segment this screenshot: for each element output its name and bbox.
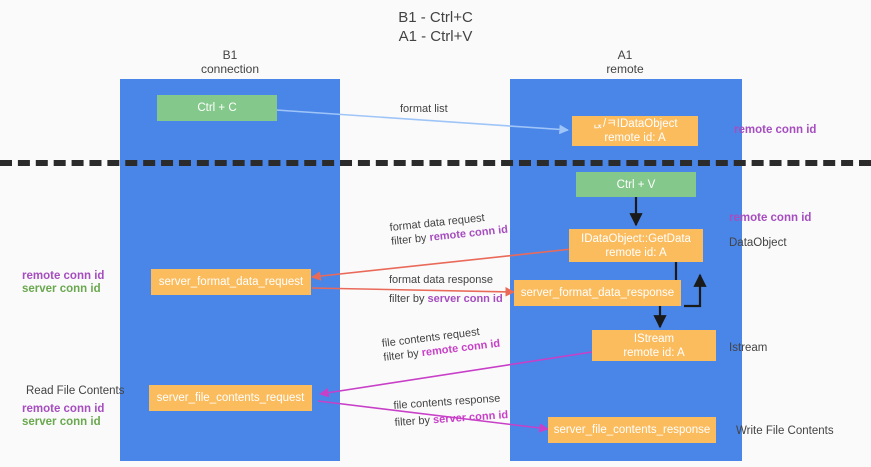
node-idataobject-top[interactable]: ᆬ/ㅋIDataObject remote id: A [572,116,698,146]
node-server-format-data-response-label: server_format_data_response [520,287,675,299]
edge-label-format-list-text: format list [400,103,448,115]
node-server-format-data-request-label: server_format_data_request [158,276,304,288]
side-label-left-server-conn-id-bottom: server conn id [22,416,101,428]
node-getdata[interactable]: IDataObject::GetData remote id: A [569,229,703,262]
side-label-dataobject: DataObject [729,237,787,249]
edge-label-format-data-response-filter-key: server conn id [427,293,503,305]
side-label-left-server-conn-id-mid: server conn id [22,283,101,295]
lane-header-b1: B1 connection [200,48,260,76]
node-ctrl-v-label: Ctrl + V [616,178,656,191]
node-ctrl-c[interactable]: Ctrl + C [157,95,277,121]
edge-label-format-data-response-text: format data response [389,274,493,286]
edge-file-contents-response [317,400,549,433]
node-istream[interactable]: IStream remote id: A [592,330,716,361]
node-istream-sublabel: remote id: A [623,346,685,359]
section-divider [0,160,871,166]
side-label-istream: Istream [729,342,768,354]
edge-file-contents-request [319,351,593,398]
edge-label-format-data-response-filter-prefix: filter by [389,293,428,305]
side-label-remote-conn-id-mid: remote conn id [729,212,812,224]
side-label-remote-conn-id-top: remote conn id [734,124,817,136]
lane-header-a1: A1 remote [606,48,644,76]
edge-response-istream [684,273,707,308]
node-idataobject-top-label: ᆬ/ㅋIDataObject [592,118,678,130]
edge-format-list [275,109,569,135]
node-getdata-sublabel: remote id: A [605,246,667,259]
side-label-write-file-contents: Write File Contents [736,425,834,437]
edge-format-data-response [311,287,515,297]
node-ctrl-c-label: Ctrl + C [197,102,237,114]
side-label-left-remote-conn-id-mid: remote conn id [22,270,105,282]
node-server-format-data-request[interactable]: server_format_data_request [151,269,311,295]
node-server-file-contents-response-label: server_file_contents_response [553,424,711,436]
node-server-format-data-response[interactable]: server_format_data_response [514,280,681,306]
node-idataobject-top-sublabel: remote id: A [604,132,666,144]
node-server-file-contents-request-label: server_file_contents_request [156,392,305,404]
edge-format-data-request [311,248,573,281]
page-title: B1 - Ctrl+C A1 - Ctrl+V [398,9,473,45]
edge-label-format-data-response: format data response filter by server co… [389,273,503,306]
edge-label-format-list: format list [400,102,448,116]
side-label-read-file-contents: Read File Contents [26,385,125,397]
node-server-file-contents-response[interactable]: server_file_contents_response [548,417,716,443]
node-ctrl-v[interactable]: Ctrl + V [576,172,696,197]
side-label-left-remote-conn-id-bottom: remote conn id [22,403,105,415]
node-istream-label: IStream [633,332,675,345]
node-getdata-label: IDataObject::GetData [581,232,691,245]
node-server-file-contents-request[interactable]: server_file_contents_request [149,385,312,411]
